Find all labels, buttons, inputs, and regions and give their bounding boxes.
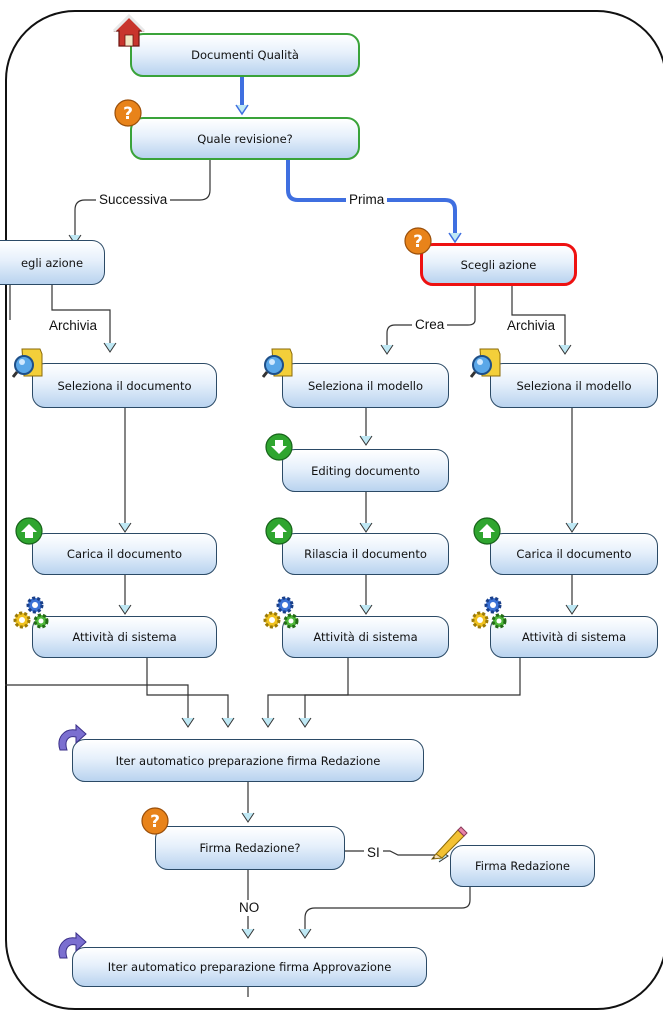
green-up-arrow-icon	[473, 517, 501, 545]
edge-label-no: NO	[236, 900, 263, 916]
node-attivita-sistema-left[interactable]: Attività di sistema	[32, 616, 217, 658]
node-seleziona-documento[interactable]: Seleziona il documento	[32, 363, 217, 408]
node-attivita-sistema-mid[interactable]: Attività di sistema	[282, 616, 449, 658]
edge-label-prima: Prima	[346, 192, 388, 208]
edge-archivia-left	[51, 285, 111, 348]
green-up-arrow-icon	[15, 517, 43, 545]
node-scegli-azione-left[interactable]: egli azione	[0, 240, 105, 285]
pencil-icon	[430, 826, 468, 860]
node-carica-documento-left[interactable]: Carica il documento	[32, 533, 217, 575]
question-icon: ?	[114, 99, 142, 127]
question-icon: ?	[141, 807, 169, 835]
svg-text:?: ?	[413, 232, 423, 252]
node-carica-documento-right[interactable]: Carica il documento	[490, 533, 658, 575]
edge-firma-approvazione	[304, 887, 471, 932]
node-scegli-azione-right[interactable]: Scegli azione	[420, 243, 577, 286]
home-icon	[112, 13, 146, 47]
edge-archivia-right	[511, 285, 566, 350]
question-icon: ?	[404, 227, 432, 255]
search-document-icon	[262, 348, 293, 378]
edge-label-si: SI	[364, 845, 383, 861]
edge-merge-3	[267, 658, 349, 720]
green-down-arrow-icon	[265, 433, 293, 461]
node-quale-revisione[interactable]: Quale revisione?	[130, 117, 360, 160]
node-iter-redazione[interactable]: Iter automatico preparazione firma Redaz…	[72, 739, 424, 782]
edge-label-successiva: Successiva	[96, 192, 171, 208]
search-document-icon	[12, 348, 43, 378]
edge-label-crea: Crea	[412, 317, 448, 333]
gears-icon	[263, 596, 299, 629]
gears-icon	[13, 596, 49, 629]
node-seleziona-modello-crea[interactable]: Seleziona il modello	[282, 363, 449, 408]
node-firma-redazione-question[interactable]: Firma Redazione?	[155, 826, 345, 870]
node-seleziona-modello-archivia[interactable]: Seleziona il modello	[490, 363, 658, 408]
gears-icon	[471, 596, 507, 629]
edge-label-archivia-right: Archivia	[504, 318, 559, 334]
edge-merge-4	[304, 658, 521, 720]
edge-merge-2	[146, 658, 229, 720]
svg-text:?: ?	[150, 812, 160, 832]
loop-arrow-icon	[58, 932, 87, 959]
node-iter-approvazione[interactable]: Iter automatico preparazione firma Appro…	[72, 947, 427, 987]
search-document-icon	[470, 348, 501, 378]
node-firma-redazione[interactable]: Firma Redazione	[450, 845, 595, 887]
node-documenti-qualita[interactable]: Documenti Qualità	[130, 33, 360, 77]
svg-text:?: ?	[123, 104, 133, 124]
green-up-arrow-icon	[265, 517, 293, 545]
node-attivita-sistema-right[interactable]: Attività di sistema	[490, 616, 658, 658]
edge-merge-1	[5, 684, 189, 720]
edge-label-archivia-left: Archivia	[46, 318, 101, 334]
node-rilascia-documento[interactable]: Rilascia il documento	[282, 533, 449, 575]
loop-arrow-icon	[58, 724, 87, 751]
node-editing-documento[interactable]: Editing documento	[282, 449, 449, 492]
